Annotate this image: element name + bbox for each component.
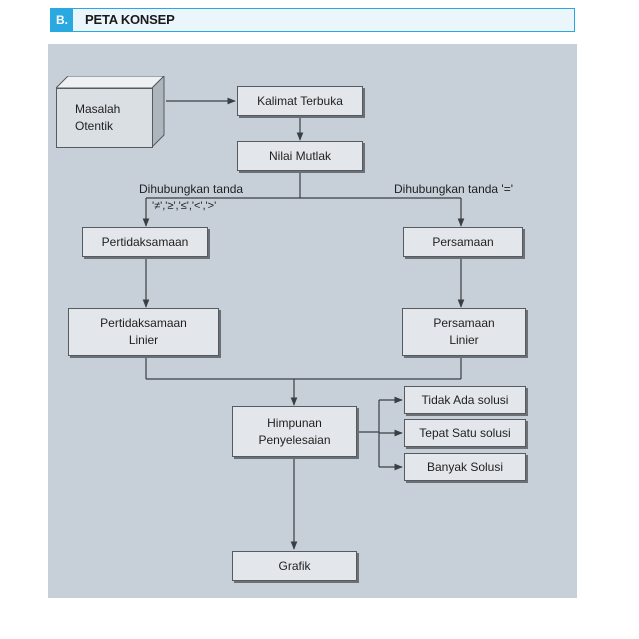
pertidaksamaan-node: Pertidaksamaan: [82, 227, 208, 257]
grafik-node: Grafik: [232, 551, 357, 581]
banyak-solusi-node: Banyak Solusi: [404, 453, 526, 481]
connector-lines: [142, 97, 465, 550]
tepat-satu-solusi-node: Tepat Satu solusi: [404, 419, 526, 447]
persamaan-linier-node: Persamaan Linier: [402, 308, 526, 356]
masalah-otentik-line2: Otentik: [75, 119, 114, 133]
left-connector-symbols: '≠','≥','≤','<','>': [152, 200, 217, 212]
pertidaksamaan-linier-node: Pertidaksamaan Linier: [68, 308, 219, 356]
masalah-otentik-line1: Masalah: [75, 102, 121, 116]
nilai-mutlak-node: Nilai Mutlak: [237, 141, 363, 171]
tidak-ada-solusi-node: Tidak Ada solusi: [404, 386, 526, 414]
right-connector-label: Dihubungkan tanda '=': [394, 182, 514, 196]
persamaan-node: Persamaan: [403, 227, 523, 257]
section-header: B. PETA KONSEP: [50, 8, 575, 32]
concept-map: Masalah Otentik Kalimat Terbuka Nilai Mu…: [48, 44, 577, 598]
kalimat-terbuka-node: Kalimat Terbuka: [237, 86, 363, 116]
left-connector-label: Dihubungkan tanda: [139, 182, 244, 196]
himpunan-penyelesaian-node: Himpunan Penyelesaian: [232, 406, 357, 457]
section-title: PETA KONSEP: [85, 12, 175, 27]
section-badge: B.: [51, 9, 73, 31]
